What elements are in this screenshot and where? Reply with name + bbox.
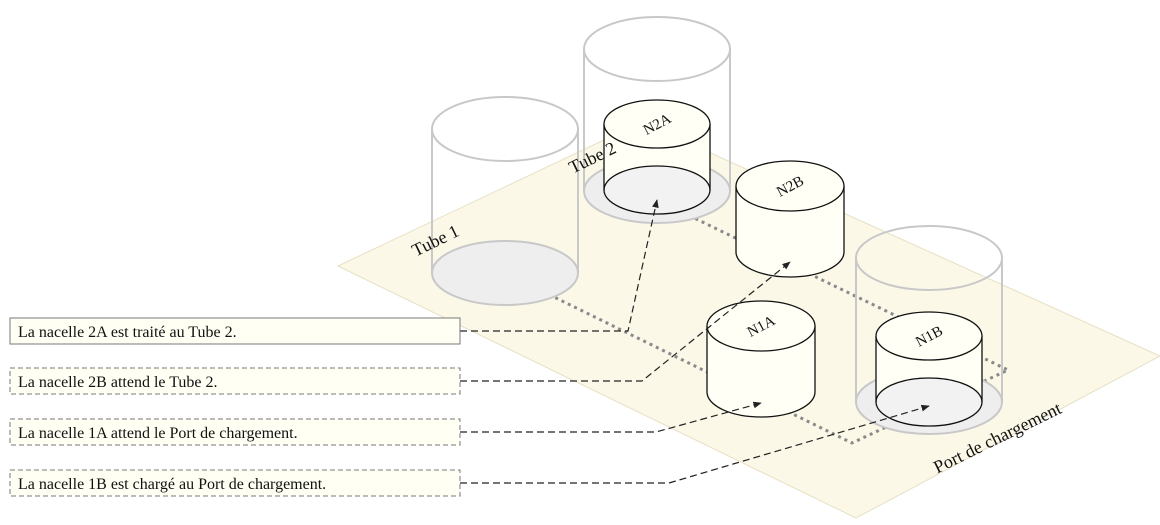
connector-2a	[460, 199, 659, 332]
connector-1a	[460, 401, 762, 433]
pod-n1a	[706, 300, 816, 418]
connector-2b	[460, 261, 791, 382]
callout-1a: La nacelle 1A attend le Port de chargeme…	[9, 418, 461, 446]
tube-1-top	[431, 96, 579, 162]
callout-2a-text: La nacelle 2A est traité au Tube 2.	[18, 324, 237, 341]
pod-n1b-top	[875, 311, 983, 361]
tube-1-base	[431, 240, 579, 306]
callout-1b-text: La nacelle 1B est chargé au Port de char…	[18, 476, 326, 493]
port-tube-top	[855, 225, 1003, 291]
pod-n2a	[603, 99, 711, 215]
callout-2b-text: La nacelle 2B attend le Tube 2.	[18, 374, 218, 391]
callout-1a-text: La nacelle 1A attend le Port de chargeme…	[18, 425, 298, 442]
tube-1	[431, 96, 579, 306]
pod-n2b	[735, 160, 845, 278]
tube-2-top	[583, 16, 731, 82]
callout-1b: La nacelle 1B est chargé au Port de char…	[9, 469, 461, 497]
connector-1b	[460, 404, 930, 484]
pod-n2a-top	[603, 99, 711, 149]
pod-n2b-top	[735, 160, 845, 212]
pod-n1a-top	[706, 300, 816, 352]
callout-2a: La nacelle 2A est traité au Tube 2.	[9, 317, 461, 345]
pod-n1b	[875, 311, 983, 427]
callout-2b: La nacelle 2B attend le Tube 2.	[9, 367, 461, 395]
